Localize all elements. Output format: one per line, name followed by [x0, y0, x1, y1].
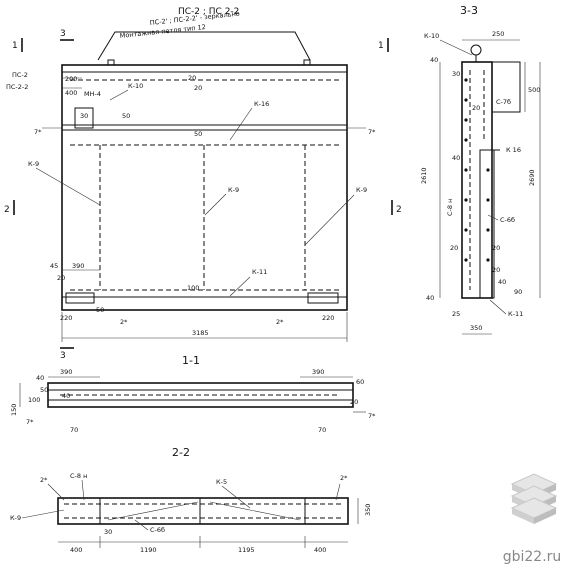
dim-100-front: 100 [187, 284, 199, 292]
label-2star-22-right: 2* [340, 474, 348, 482]
dim-400-left: 400 [65, 89, 77, 97]
dim-20-11: 20 [350, 398, 358, 406]
dim-390-11-left: 390 [60, 368, 72, 376]
dim-400-22-right: 400 [314, 546, 326, 554]
section-1-1-title: 1-1 [182, 354, 200, 367]
label-ps22: ПС-2-2 [6, 83, 28, 91]
dim-50-front-c: 50 [96, 306, 104, 314]
label-k9-22: К-9 [10, 514, 21, 522]
dim-40-33c: 40 [498, 278, 506, 286]
front-view: ПС-2 ПС-2-2 200 400 МН-4 К-10 30 50 20 К… [6, 59, 376, 342]
dim-3185: 3185 [192, 329, 209, 337]
label-k16-33: К 16 [506, 146, 521, 154]
section-2-2: 2-2 2* С-8 н К-5 2* К-9 350 30 С-6б 400 … [10, 446, 372, 554]
cut-mark-3-top: 3 [60, 29, 66, 39]
watermark: gbi22.ru [497, 546, 567, 565]
label-k5: К-5 [216, 478, 227, 486]
dim-40-33d: 40 [426, 294, 434, 302]
dim-390-front: 390 [72, 262, 84, 270]
section-3-3-title: 3-3 [460, 4, 478, 17]
cut-marks: 1 1 2 2 3 3 [4, 29, 402, 361]
dim-1195: 1195 [238, 546, 255, 554]
label-mn4: МН-4 [84, 90, 101, 98]
dim-390-11-right: 390 [312, 368, 324, 376]
label-7star-11-left: 7* [26, 418, 34, 426]
dim-20-front-b: 20 [57, 274, 65, 282]
section-3-3: 3-3 250 К-10 40 30 500 [420, 4, 540, 335]
label-c6b: С-6б [500, 216, 515, 224]
cut-mark-2-right: 2 [396, 205, 402, 215]
dim-50-11: 50 [40, 386, 48, 394]
section-1-1: 1-1 390 390 60 40 50 40 100 150 20 7* 7*… [10, 354, 376, 434]
section-2-2-title: 2-2 [172, 446, 190, 459]
dim-100-11: 100 [28, 396, 40, 404]
cut-mark-1-left: 1 [12, 41, 18, 51]
dim-350-33: 350 [470, 324, 482, 332]
label-2star-22-left: 2* [40, 476, 48, 484]
dim-20-front: 20 [194, 84, 202, 92]
dim-30-33: 30 [452, 70, 460, 78]
label-c8n-22: С-8 н [70, 472, 87, 480]
dim-500-33: 500 [528, 86, 540, 94]
label-7star-left: 7* [34, 128, 42, 136]
rebar-dots [464, 78, 490, 262]
label-2star-front-right: 2* [276, 318, 284, 326]
label-k9-right: К-9 [356, 186, 367, 194]
label-k10-front: К-10 [128, 82, 143, 90]
dim-20-33d: 20 [492, 266, 500, 274]
watermark-logo [510, 473, 558, 524]
dim-45-front: 45 [50, 262, 58, 270]
dim-20-33a: 20 [472, 104, 480, 112]
dim-20-33b: 20 [450, 244, 458, 252]
dim-150-11: 150 [10, 404, 18, 416]
dim-400-22-left: 400 [70, 546, 82, 554]
dim-1190: 1190 [140, 546, 157, 554]
dim-50-front-a: 50 [122, 112, 130, 120]
dim-40-11a: 40 [36, 374, 44, 382]
label-k11-33: К-11 [508, 310, 523, 318]
label-c6b-22: С-6б [150, 526, 165, 534]
dim-70-11-right: 70 [318, 426, 326, 434]
dim-70-11-left: 70 [70, 426, 78, 434]
dim-220-right: 220 [322, 314, 334, 322]
label-c8n: С-8 н [446, 199, 454, 216]
dim-20-top: 20 [188, 74, 196, 82]
title-line-1: ПС-2 ; ПС 2-2 [178, 7, 239, 17]
dim-30-front: 30 [80, 112, 88, 120]
label-k11-front: К-11 [252, 268, 267, 276]
dim-90-33: 90 [514, 288, 522, 296]
label-c7b: С-7б [496, 98, 511, 106]
dim-220-left: 220 [60, 314, 72, 322]
dim-250-33: 250 [492, 30, 504, 38]
label-k9-mid: К-9 [228, 186, 239, 194]
label-7star-right: 7* [368, 128, 376, 136]
label-k10-33: К-10 [424, 32, 439, 40]
label-2star-front-left: 2* [120, 318, 128, 326]
cut-mark-3-bottom: 3 [60, 351, 66, 361]
dim-2610: 2610 [420, 167, 428, 184]
dim-50-front-b: 50 [194, 130, 202, 138]
dim-25-33: 25 [452, 310, 460, 318]
label-ps2: ПС-2 [12, 71, 28, 79]
dim-200-left: 200 [65, 75, 77, 83]
dim-20-33c: 20 [492, 244, 500, 252]
dim-40-11b: 40 [62, 392, 70, 400]
dim-2690: 2690 [528, 169, 536, 186]
title-block: ПС-2 ; ПС 2-2 ПС-2' ; ПС-2-2' - зеркальн… [97, 7, 311, 61]
label-k16-front: К-16 [254, 100, 269, 108]
label-k9-left: К-9 [28, 160, 39, 168]
dim-30-22: 30 [104, 528, 112, 536]
dim-350-22: 350 [364, 504, 372, 516]
label-7star-11-right: 7* [368, 412, 376, 420]
dim-60-11: 60 [356, 378, 364, 386]
watermark-text: gbi22.ru [502, 549, 562, 565]
dim-40-33: 40 [430, 56, 438, 64]
dim-40-33b: 40 [452, 154, 460, 162]
cut-mark-2-left: 2 [4, 205, 10, 215]
cut-mark-1-right: 1 [378, 41, 384, 51]
